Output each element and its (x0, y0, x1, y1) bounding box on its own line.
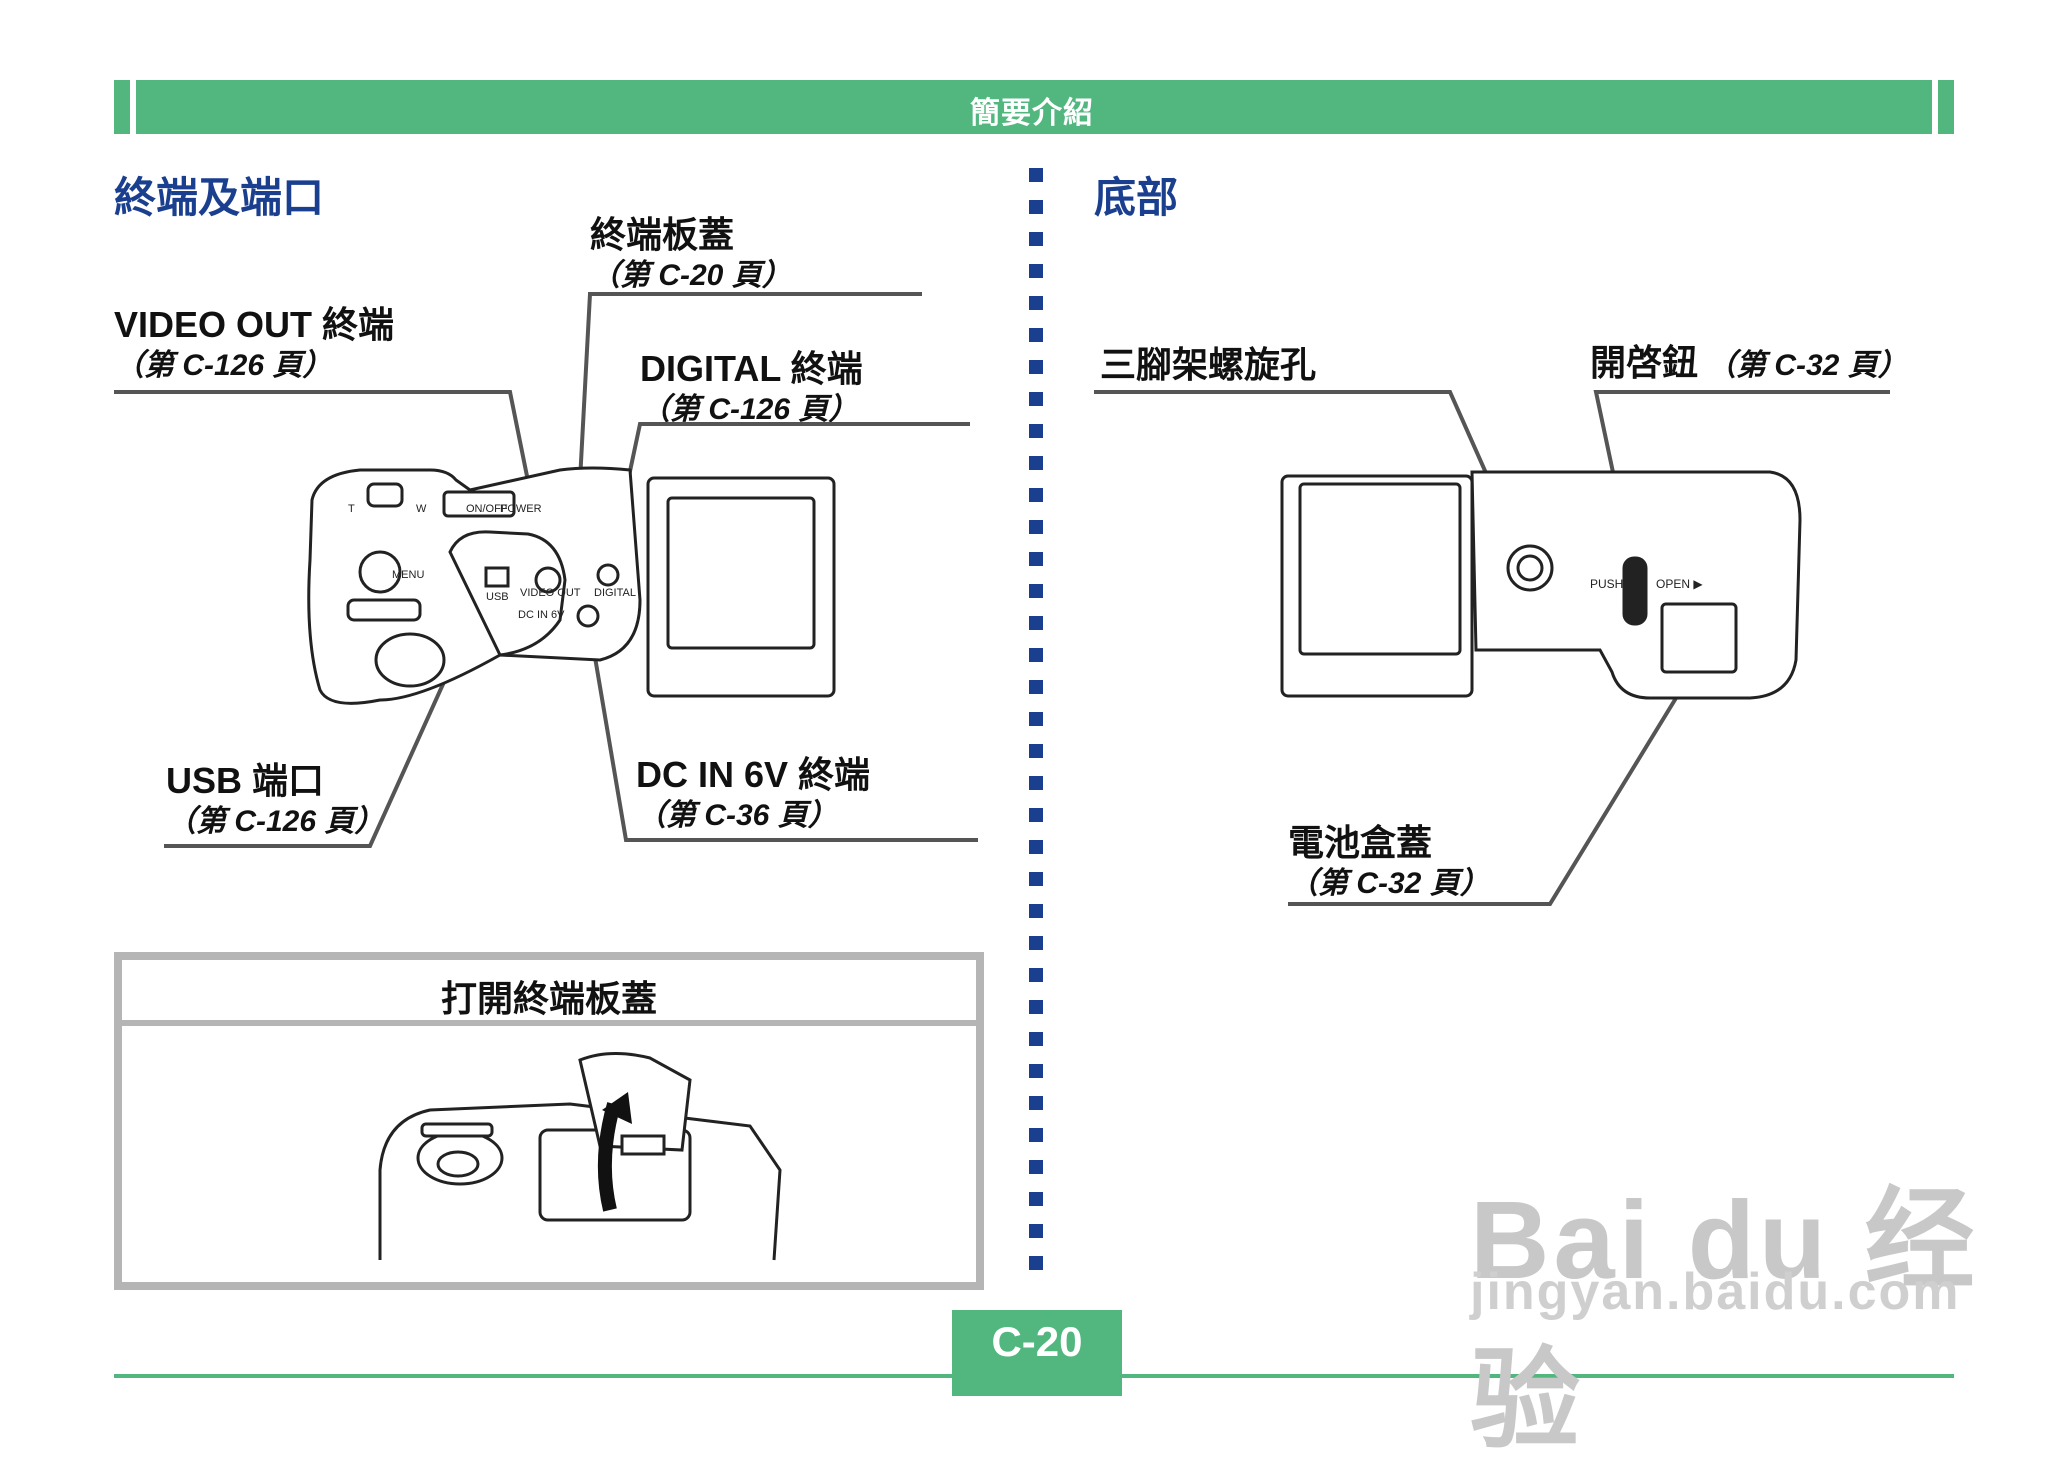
camera-text-push: PUSH (1590, 577, 1623, 591)
label-tripod-hole: 三腳架螺旋孔 (1100, 344, 1317, 385)
ref-dc-in: （第 C-36 頁） (636, 799, 838, 832)
label-terminal-cover: 終端板蓋 (590, 214, 735, 255)
header-bar-divider (130, 80, 136, 134)
label-digital: DIGITAL 終端 (640, 348, 863, 389)
camera-text-dc-in: DC IN 6V (518, 609, 565, 621)
left-diagram: MENU POWER ON/OFF T W USB VIDEO OUT DIGI… (114, 292, 978, 848)
ref-open-button: （第 C-32 頁） (1706, 349, 1908, 382)
open-cover-box (114, 952, 984, 1290)
label-dc-in: DC IN 6V 終端 (636, 754, 871, 795)
header-title: 簡要介紹 (970, 97, 1094, 130)
ref-battery-cover: （第 C-32 頁） (1288, 867, 1490, 900)
camera-text-power: POWER (500, 503, 542, 515)
open-cover-box-divider (122, 1020, 984, 1026)
left-section-title: 終端及端口 (114, 174, 325, 221)
camera-text-onoff: ON/OFF (466, 503, 508, 515)
camera-bottom-drawing (1280, 470, 1802, 700)
header-bar-divider (1932, 80, 1938, 134)
label-battery-cover: 電池盒蓋 (1288, 822, 1433, 863)
column-divider (1029, 168, 1043, 1288)
ref-terminal-cover: （第 C-20 頁） (590, 259, 792, 292)
label-video-out: VIDEO OUT 終端 (114, 304, 395, 345)
right-section-title: 底部 (1094, 174, 1179, 221)
camera-text-menu: MENU (392, 569, 424, 581)
camera-back-drawing (307, 466, 836, 705)
camera-text-open: OPEN ▶ (1656, 577, 1703, 591)
label-usb: USB 端口 (166, 760, 325, 801)
camera-text-usb: USB (486, 591, 509, 603)
page-number: C-20 (991, 1318, 1083, 1365)
label-open-button: 開啓鈕 (1590, 342, 1699, 383)
page-number-box (952, 1310, 1122, 1396)
ref-usb: （第 C-126 頁） (166, 805, 385, 838)
camera-text-digital: DIGITAL (594, 587, 636, 599)
right-diagram: PUSH OPEN ▶ (1094, 390, 1890, 906)
camera-text-t: T (348, 503, 355, 515)
header-bar (114, 80, 1954, 134)
watermark-url: jingyan.baidu.com (1470, 1263, 1961, 1321)
open-cover-illustration (378, 1051, 782, 1261)
camera-text-video-out: VIDEO OUT (520, 587, 581, 599)
ref-digital: （第 C-126 頁） (640, 393, 859, 426)
camera-text-w: W (416, 503, 427, 515)
ref-video-out: （第 C-126 頁） (114, 349, 333, 382)
open-cover-box-title: 打開終端板蓋 (440, 978, 657, 1019)
